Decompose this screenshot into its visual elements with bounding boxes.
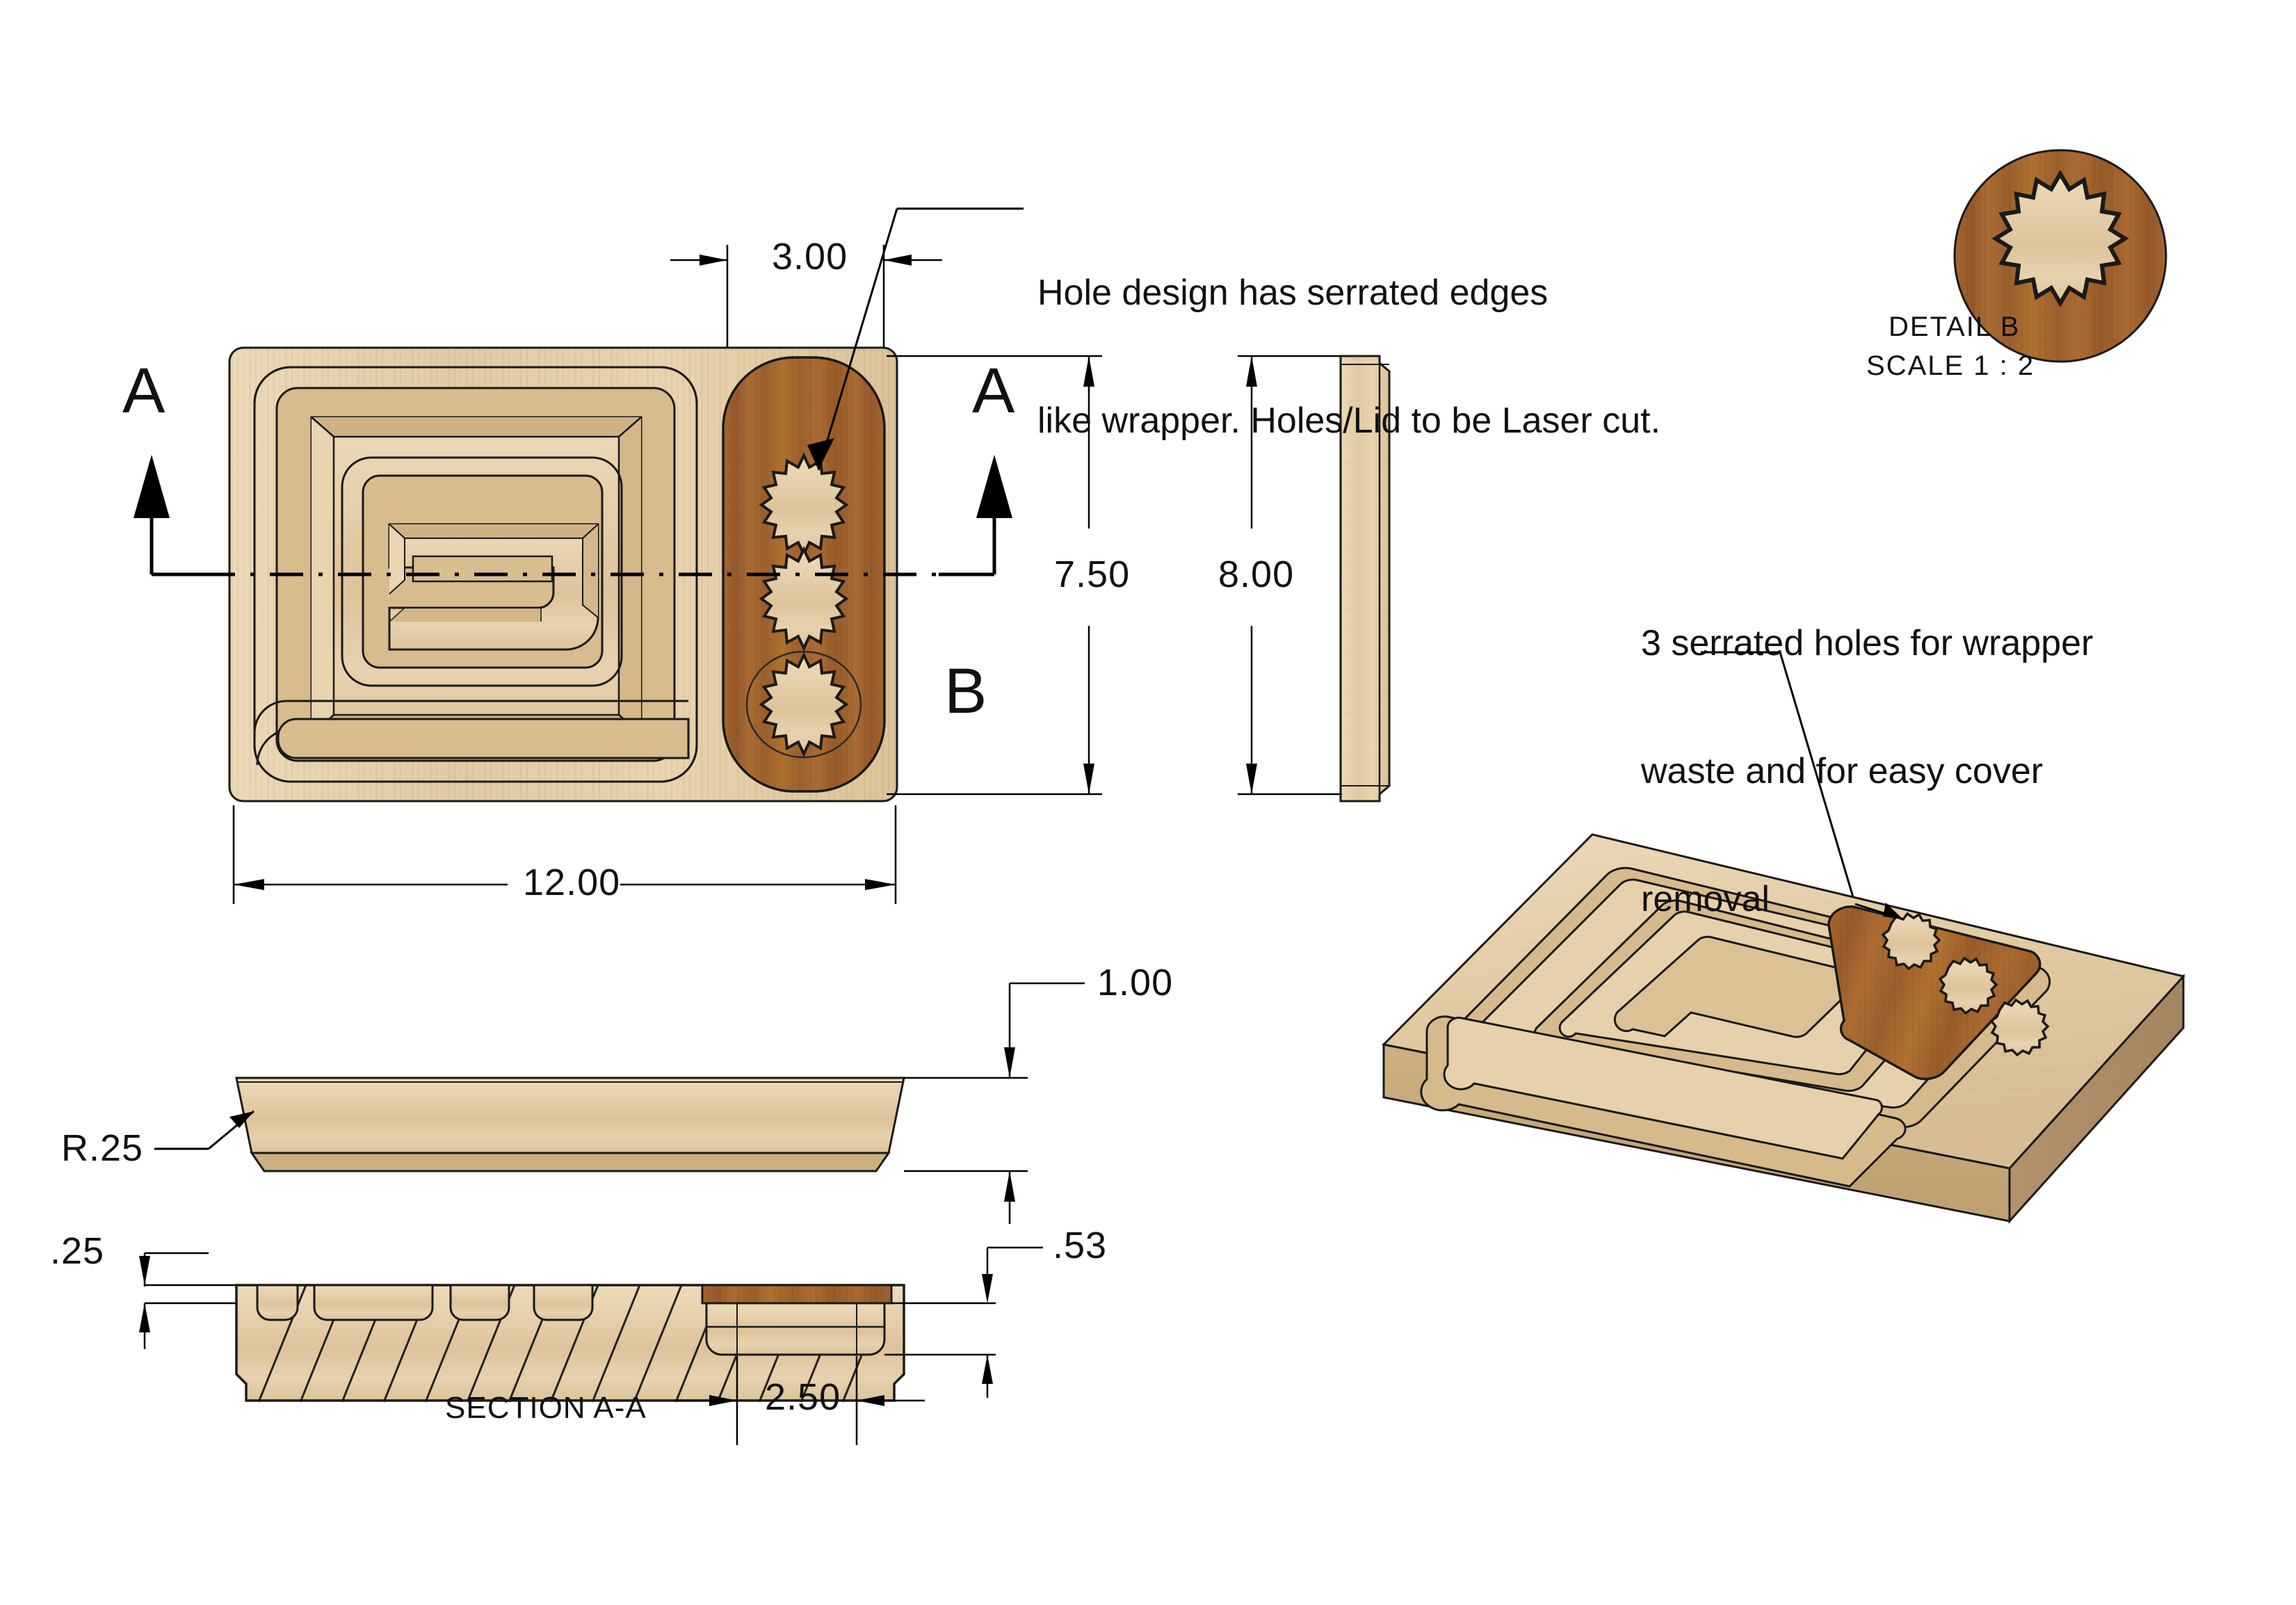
dim-label-053: .53 [1053,1225,1108,1266]
dim-025 [139,1252,236,1349]
note-three-holes: 3 serrated holes for wrapper waste and f… [1641,537,2093,964]
leader-note-serrated [807,207,1024,471]
leader-r25 [154,1110,254,1150]
dim-8-00 [1238,355,1342,796]
section-aa-label: SECTION A-A [445,1391,647,1425]
detail-b-view [1953,149,2167,363]
dim-3-00 [670,245,942,348]
section-marker-a-left: A [122,355,165,426]
dim-label-3-00: 3.00 [772,236,848,277]
serrated-holes-top-view [759,452,849,757]
dim-label-8-00: 8.00 [1218,554,1295,595]
side-view-drawing [1339,355,1391,802]
dim-2-50 [673,1356,925,1445]
note-three-holes-line-2: waste and for easy cover [1641,750,2044,791]
dim-label-r25: R.25 [61,1127,144,1169]
leader-note-three-holes [1701,651,1857,905]
detail-b-scale: SCALE 1 : 2 [1866,350,2035,381]
dim-053 [884,1246,1043,1398]
section-arrow-right [939,455,1012,576]
detail-marker-b: B [944,656,987,727]
dim-label-12-00: 12.00 [523,862,621,903]
dim-label-2-50: 2.50 [765,1376,841,1418]
edge-view-drawing [235,1076,905,1172]
note-serrated-line-2: like wrapper. Holes/Lid to be Laser cut. [1037,400,1661,441]
iso-dark-strip [1827,905,2042,1081]
dim-label-1-00: 1.00 [1097,962,1174,1003]
detail-b-label: DETAIL B [1889,312,2021,342]
dim-label-7-50: 7.50 [1054,554,1131,595]
isometric-view [1381,833,2185,1224]
note-serrated-edges: Hole design has serrated edges like wrap… [1037,186,1660,485]
top-view-drawing [202,346,939,802]
section-marker-a-right: A [972,355,1015,426]
note-serrated-line-1: Hole design has serrated edges [1037,272,1549,313]
dim-7-50 [887,355,1102,796]
dim-12-00 [232,805,897,904]
dim-1-00 [904,982,1085,1224]
note-three-holes-line-1: 3 serrated holes for wrapper [1641,622,2094,663]
dim-label-025: .25 [50,1230,105,1272]
section-arrow-left [134,455,209,576]
note-three-holes-line-3: removal [1641,878,1770,919]
